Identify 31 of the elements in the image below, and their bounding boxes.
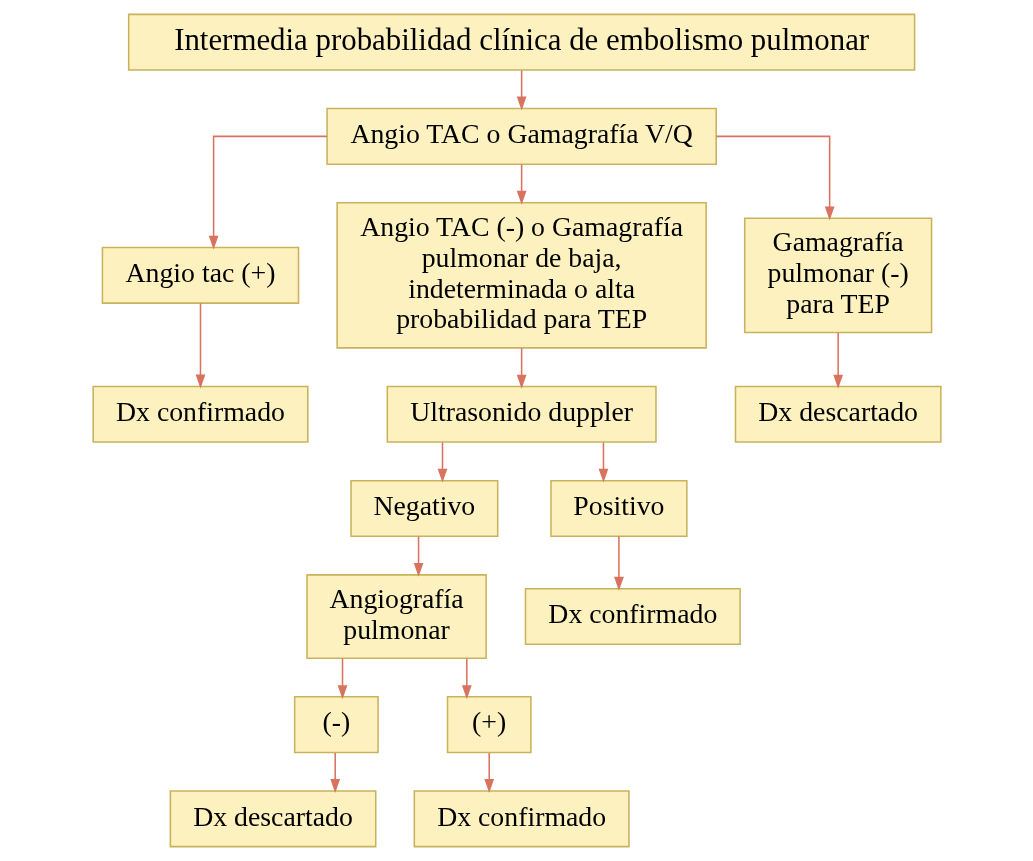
node-box: Angiografía pulmonar — [305, 574, 487, 659]
arrow — [208, 135, 328, 250]
arrow — [337, 657, 347, 700]
arrow — [598, 441, 608, 483]
node-box: Angio tac (+) — [101, 246, 299, 304]
node-box: Positivo — [549, 479, 688, 538]
node-box: Angio TAC (-) o Gamagrafía pulmonar de baja, indeterminada o alta probabilidad para TEP — [335, 202, 707, 349]
node-box: Dx confirmado — [413, 790, 630, 848]
node-box: Intermedia probabilidad clínica de embolismo pulmonar — [127, 13, 915, 71]
arrow — [516, 69, 526, 111]
arrow — [832, 331, 843, 389]
node-box: Ultrasonido duppler — [386, 385, 657, 443]
node-box: Dx descartado — [734, 385, 942, 443]
node-box: Dx confirmado — [91, 385, 309, 443]
node-box: Angio TAC o Gamagrafía V/Q — [325, 107, 717, 165]
arrow — [715, 135, 835, 221]
arrow — [516, 163, 526, 205]
node-box: Negativo — [349, 479, 498, 538]
arrow — [613, 535, 624, 591]
arrow — [195, 302, 205, 389]
node-box: Dx confirmado — [524, 588, 741, 646]
node-box: Dx descartado — [169, 790, 376, 848]
arrow — [461, 657, 472, 700]
node-box: (-) — [293, 696, 379, 754]
arrow — [329, 752, 340, 793]
node-box: Gamagrafía pulmonar (-) para TEP — [743, 217, 932, 334]
arrow — [483, 752, 494, 793]
node-box: (+) — [446, 696, 532, 754]
arrow — [516, 347, 526, 389]
arrow — [437, 441, 447, 483]
arrow — [413, 535, 423, 577]
